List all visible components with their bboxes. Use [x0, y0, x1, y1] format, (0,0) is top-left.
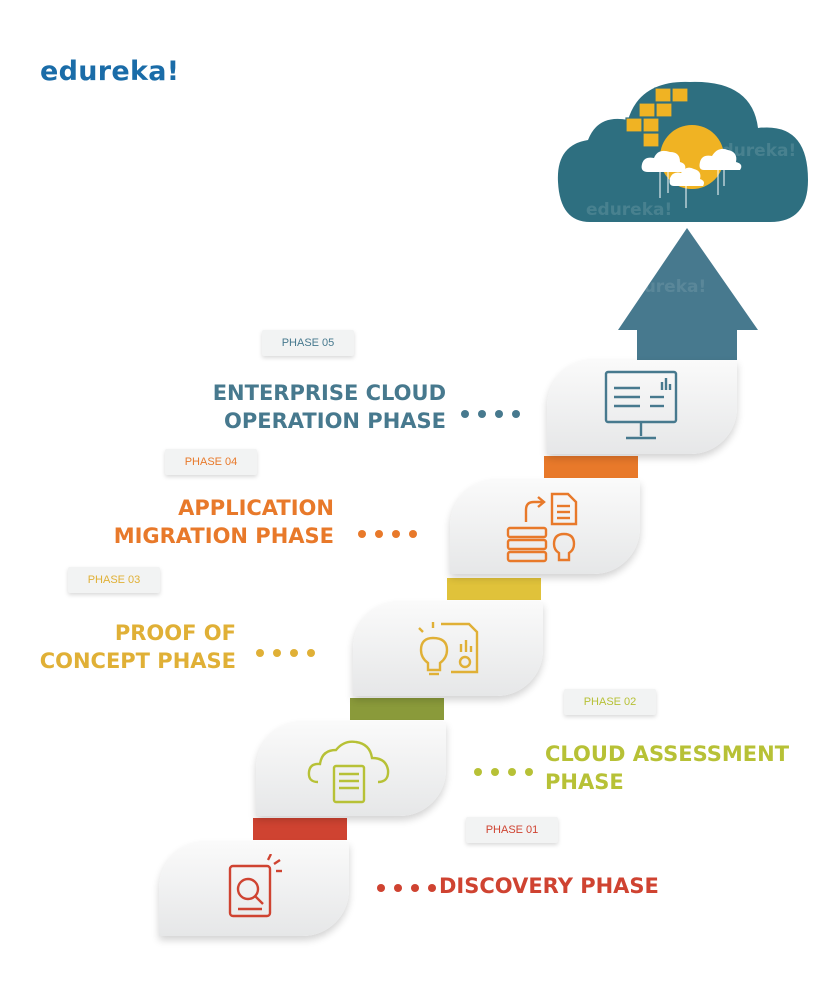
phase-01-title: DISCOVERY PHASE [439, 874, 659, 898]
connector-strip-4-5 [544, 456, 638, 478]
phase-01-dots [377, 884, 436, 892]
connector-strip-1-2 [253, 818, 347, 840]
watermark-text: edureka! [620, 277, 706, 297]
step-phase-02 [256, 722, 446, 816]
phase-04-title: APPLICATION MIGRATION PHASE [113, 496, 334, 548]
edureka-logo: edureka! [40, 56, 180, 87]
monitor-dashboard-icon [604, 370, 678, 440]
phase-03-tag: PHASE 03 [68, 567, 160, 593]
lightbulb-chart-icon [418, 622, 479, 676]
up-arrow-icon: edureka! [618, 228, 758, 364]
phase-05-title: ENTERPRISE CLOUD OPERATION PHASE [212, 381, 446, 433]
search-document-icon [228, 854, 282, 918]
phase-02-tag: PHASE 02 [564, 689, 656, 715]
phase-02-dots [474, 768, 533, 776]
phase-03-dots [256, 649, 315, 657]
phase-05-dots [461, 410, 520, 418]
step-phase-03 [353, 602, 543, 696]
phase-03-title: PROOF OF CONCEPT PHASE [39, 621, 236, 673]
step-phase-04 [450, 480, 640, 574]
server-migration-icon [506, 492, 578, 563]
phase-04-tag: PHASE 04 [165, 449, 257, 475]
phase-02-title: CLOUD ASSESSMENT PHASE [545, 742, 790, 794]
connector-strip-2-3 [350, 698, 444, 720]
aws-cloud-icon: edureka! edureka! [557, 81, 808, 223]
connector-strip-3-4 [447, 578, 541, 600]
phase-04-dots [358, 530, 417, 538]
step-phase-01 [159, 842, 349, 936]
phase-05-tag: PHASE 05 [262, 330, 354, 356]
watermark-text: edureka! [586, 200, 672, 220]
phase-01-tag: PHASE 01 [466, 817, 558, 843]
step-phase-05 [547, 360, 737, 454]
cloud-document-icon [307, 740, 390, 804]
